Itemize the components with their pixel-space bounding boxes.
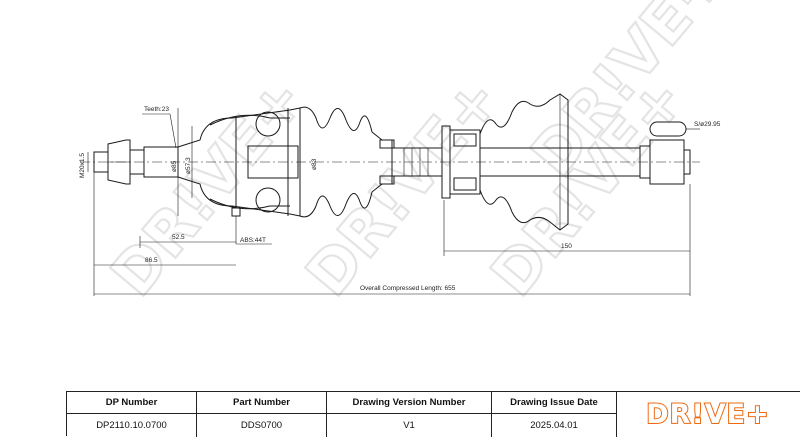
svg-text:DR!VE+: DR!VE+ [293, 65, 514, 310]
teeth-label: Teeth:23 [144, 106, 169, 113]
dp-number-header: DP Number [67, 392, 197, 414]
dimension-lines: M20x1.5 Teeth:23 ø85 ø57.3 ø83 ABS:44T 5… [79, 106, 721, 296]
part-number-header: Part Number [197, 392, 327, 414]
d52-label: 52.5 [172, 234, 185, 241]
d86-label: 86.5 [145, 257, 158, 264]
d57-label: ø57.3 [185, 157, 192, 174]
d150-label: 150 [561, 243, 572, 250]
brand-logo: DR!VE+ [616, 393, 800, 435]
drawing-version-value: V1 [327, 414, 492, 437]
svg-text:DR!VE+: DR!VE+ [98, 65, 319, 310]
d83-label: ø83 [311, 158, 318, 170]
thread-label: M20x1.5 [79, 153, 86, 178]
drawing-issue-date-header: Drawing Issue Date [492, 392, 617, 414]
d29-label: S/ø29.95 [694, 121, 721, 128]
drawing-issue-date-value: 2025.04.01 [492, 414, 617, 437]
d85-label: ø85 [171, 160, 178, 172]
title-block: DP Number Part Number Drawing Version Nu… [66, 391, 800, 437]
brand-logo-text: DR!VE+ [645, 398, 770, 431]
abs-label: ABS:44T [240, 237, 266, 244]
watermark-center: DR!VE+ [292, 64, 516, 311]
dp-number-value: DP2110.10.0700 [67, 414, 197, 437]
watermark-left: DR!VE+ [97, 64, 321, 311]
drawing-version-header: Drawing Version Number [327, 392, 492, 414]
inner-boot [479, 93, 569, 231]
part-number-value: DDS0700 [197, 414, 327, 437]
overall-length-label: Overall Compressed Length: 655 [360, 285, 456, 292]
